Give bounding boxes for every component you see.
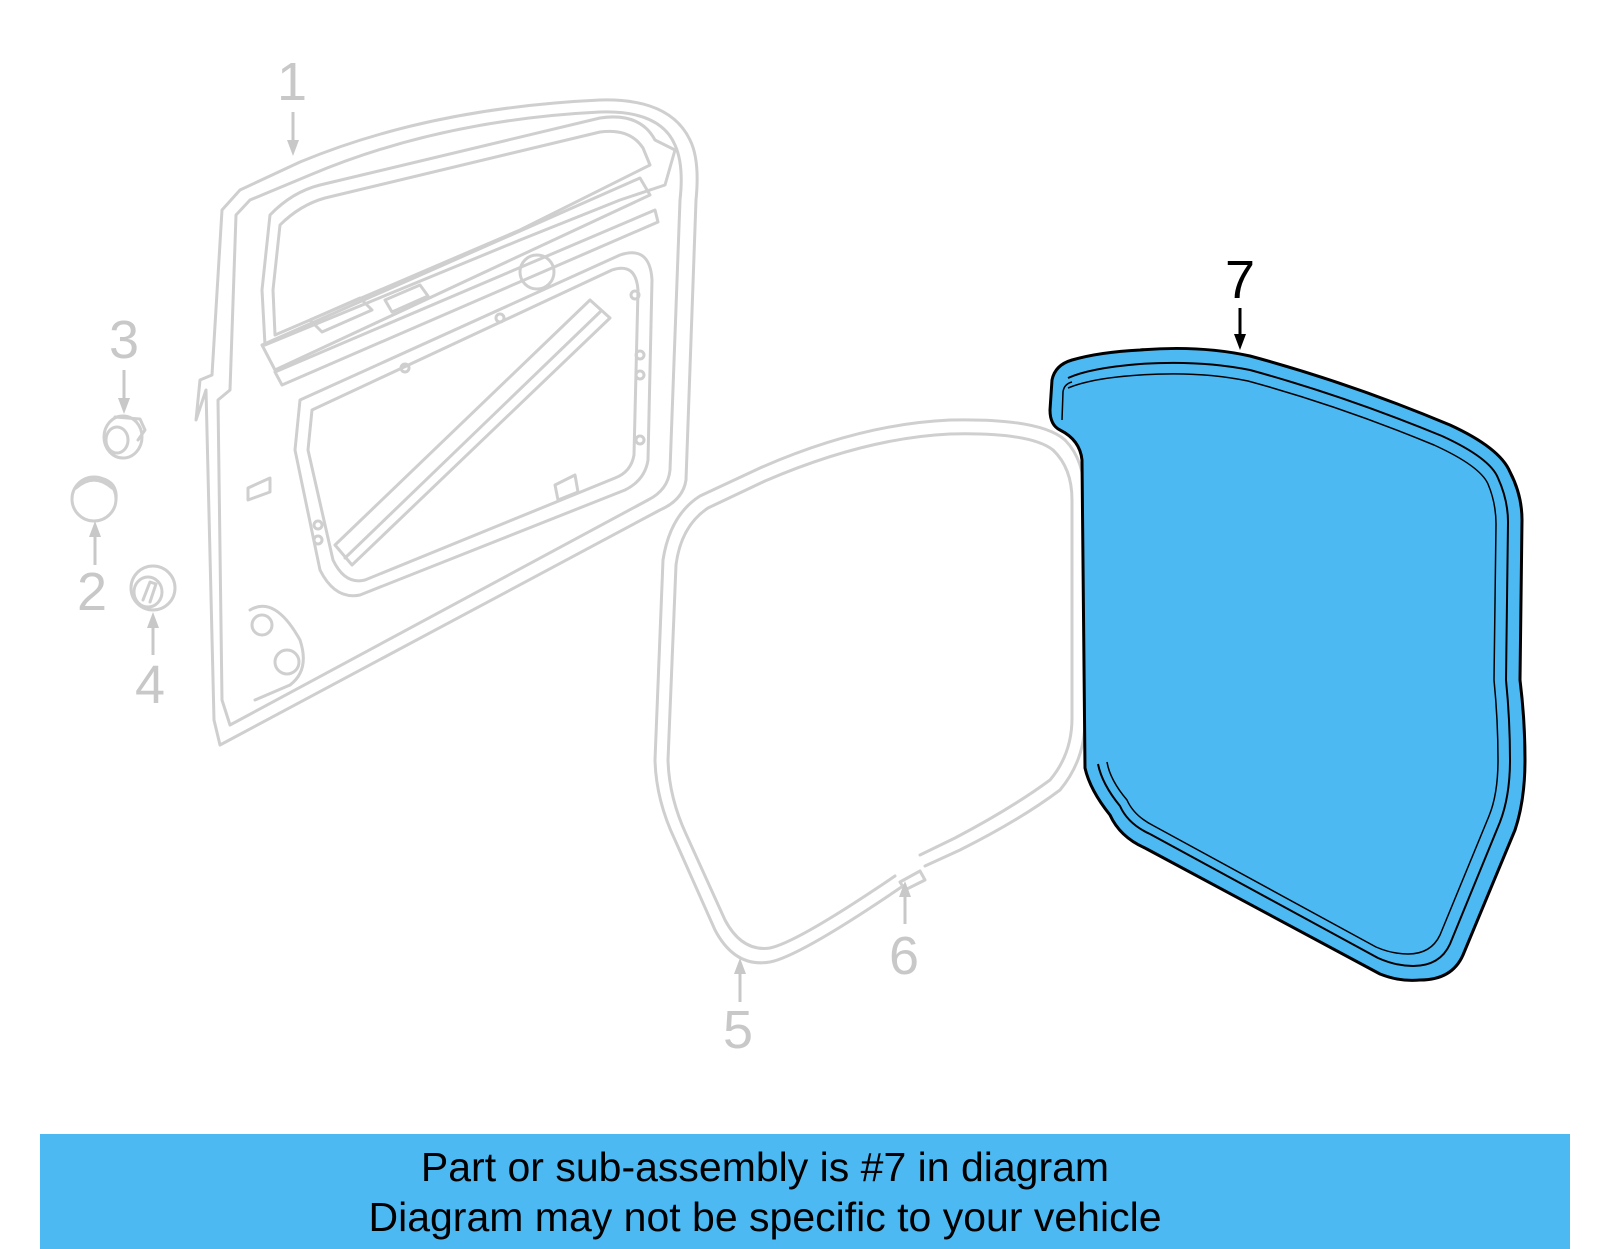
callout-6-label: 6 — [889, 926, 919, 986]
callout-4-label: 4 — [135, 655, 165, 715]
door-shell-part-1 — [194, 98, 699, 747]
banner-line-part-reference: Part or sub-assembly is #7 in diagram — [420, 1143, 1110, 1190]
plug-part-4 — [129, 564, 177, 612]
weatherstrip-part-5 — [653, 418, 1087, 965]
callout-3-label: 3 — [109, 310, 139, 370]
callout-4: 4 — [135, 612, 165, 715]
callout-5: 5 — [723, 958, 753, 1060]
banner-line-disclaimer: Diagram may not be specific to your vehi… — [368, 1193, 1162, 1240]
info-banner: Part or sub-assembly is #7 in diagram Di… — [40, 1134, 1570, 1249]
plug-part-2 — [70, 475, 118, 523]
grommet-part-3 — [102, 414, 147, 460]
callout-6: 6 — [889, 881, 919, 986]
callout-3: 3 — [109, 310, 139, 414]
callout-1-label: 1 — [277, 52, 307, 112]
callout-7-label: 7 — [1225, 250, 1255, 310]
callout-2: 2 — [77, 521, 107, 622]
weatherstrip-part-7 — [1048, 346, 1527, 982]
callout-7[interactable]: 7 — [1225, 250, 1255, 350]
callout-1: 1 — [277, 52, 307, 156]
callout-2-label: 2 — [77, 562, 107, 622]
callout-5-label: 5 — [723, 1000, 753, 1060]
